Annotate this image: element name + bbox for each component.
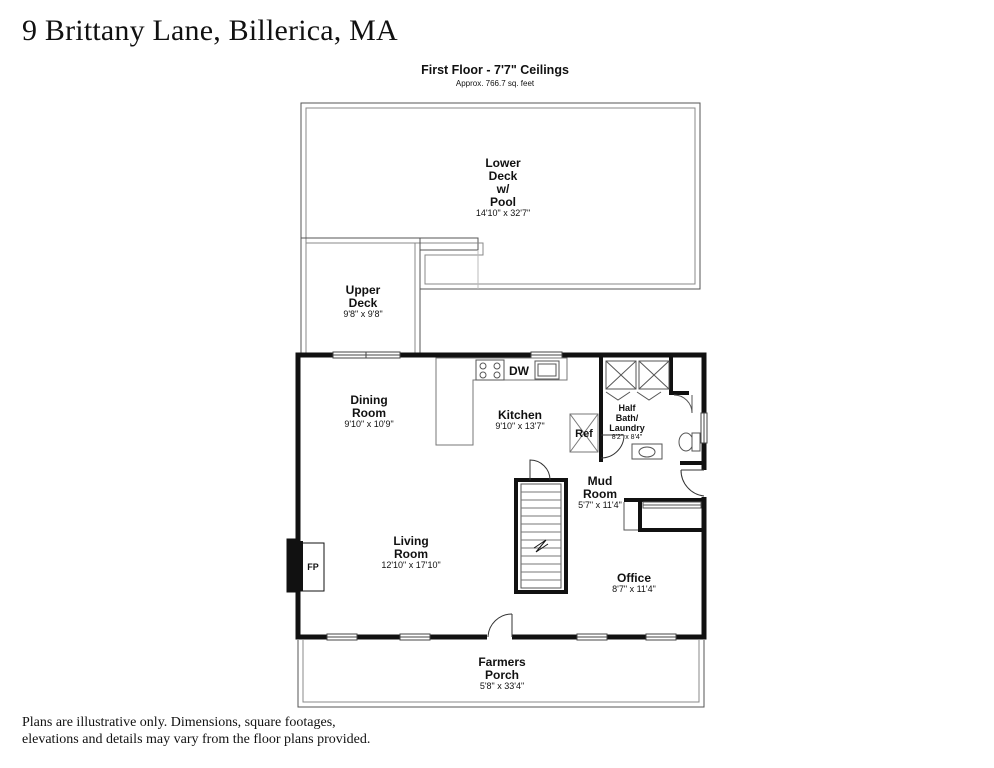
svg-text:Office: Office: [617, 571, 651, 585]
svg-text:Laundry: Laundry: [609, 423, 645, 433]
room-dining: Dining Room 9'10" x 10'9": [344, 393, 393, 429]
svg-text:w/: w/: [496, 182, 510, 196]
room-kitchen: Kitchen 9'10" x 13'7": [495, 408, 544, 431]
room-living: Living Room 12'10" x 17'10": [381, 534, 440, 570]
sliding-door: [332, 351, 401, 359]
svg-text:Lower: Lower: [485, 156, 521, 170]
room-upper-deck: Upper Deck 9'8" x 9'8": [343, 283, 382, 319]
svg-text:8'2" x 8'4": 8'2" x 8'4": [612, 434, 643, 441]
disclaimer-line-2: elevations and details may vary from the…: [22, 732, 371, 747]
kitchen-sink: [534, 360, 560, 380]
laundry-bifold-doors: [605, 391, 662, 401]
office-walls: [624, 498, 704, 532]
staircase: [514, 459, 568, 594]
svg-text:8'7" x 11'4": 8'7" x 11'4": [612, 584, 656, 594]
bath-door: [600, 434, 625, 459]
svg-text:Half: Half: [618, 403, 636, 413]
fireplace: FP: [289, 541, 325, 592]
half-bath-fixtures: [631, 394, 701, 460]
refrigerator-label: Ref: [575, 428, 593, 440]
svg-text:Room: Room: [394, 547, 428, 561]
kitchen-window: [530, 351, 563, 359]
svg-text:9'10" x 10'9": 9'10" x 10'9": [344, 419, 393, 429]
front-door: [487, 613, 513, 638]
svg-text:5'8" x 33'4": 5'8" x 33'4": [480, 681, 524, 691]
listing-title: 9 Brittany Lane, Billerica, MA: [22, 14, 398, 47]
room-farmers-porch: Farmers Porch 5'8" x 33'4": [478, 655, 526, 691]
svg-text:Porch: Porch: [485, 668, 519, 682]
room-office: Office 8'7" x 11'4": [612, 571, 656, 594]
kitchen-counters: [435, 357, 599, 453]
svg-text:Deck: Deck: [349, 296, 378, 310]
svg-text:Upper: Upper: [346, 283, 381, 297]
svg-text:Bath/: Bath/: [616, 413, 639, 423]
svg-text:Room: Room: [583, 487, 617, 501]
farmers-porch-outline: [297, 640, 705, 708]
svg-text:Deck: Deck: [489, 169, 518, 183]
office-closet: [623, 501, 702, 531]
svg-text:Farmers: Farmers: [478, 655, 526, 669]
svg-text:Dining: Dining: [350, 393, 387, 407]
front-windows: [326, 412, 708, 641]
disclaimer-line-1: Plans are illustrative only. Dimensions,…: [22, 715, 336, 730]
upper-deck-outline: [300, 237, 421, 355]
floor-area: Approx. 766.7 sq. feet: [456, 79, 535, 88]
room-half-bath: Half Bath/ Laundry 8'2" x 8'4": [609, 403, 645, 441]
svg-text:Pool: Pool: [490, 195, 516, 209]
room-lower-deck: Lower Deck w/ Pool 14'10" x 32'7": [476, 156, 530, 218]
room-mud-room: Mud Room 5'7" x 11'4": [578, 474, 622, 510]
svg-text:Living: Living: [393, 534, 428, 548]
svg-text:Mud: Mud: [588, 474, 613, 488]
floor-heading: First Floor - 7'7" Ceilings: [421, 63, 569, 77]
svg-text:5'7" x 11'4": 5'7" x 11'4": [578, 500, 622, 510]
svg-text:14'10" x 32'7": 14'10" x 32'7": [476, 208, 530, 218]
svg-text:Kitchen: Kitchen: [498, 408, 542, 422]
fireplace-label: FP: [307, 562, 319, 572]
disclaimer: Plans are illustrative only. Dimensions,…: [22, 714, 442, 748]
svg-text:12'10" x 17'10": 12'10" x 17'10": [381, 560, 440, 570]
svg-text:9'8" x 9'8": 9'8" x 9'8": [343, 309, 382, 319]
laundry-machines: [605, 360, 670, 390]
svg-text:Room: Room: [352, 406, 386, 420]
svg-text:9'10" x 13'7": 9'10" x 13'7": [495, 421, 544, 431]
range-cooktop: [475, 359, 505, 381]
dishwasher-label: DW: [509, 364, 530, 378]
side-door: [680, 469, 705, 497]
